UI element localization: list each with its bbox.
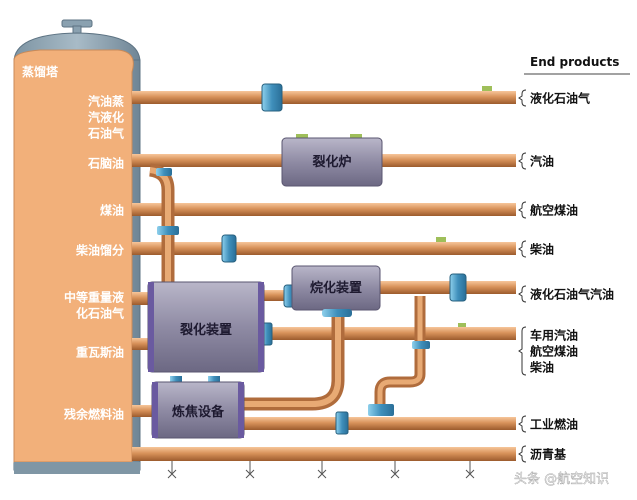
distillation-tower: 蒸馏塔 [13,19,141,471]
fraction-label: 重瓦斯油 [76,344,124,359]
product-label: 沥青基 [530,446,567,461]
product-label: 液化石油气 [530,90,590,105]
pipe-row-6 [262,327,516,340]
pipe-row-4 [132,242,516,255]
connector-pipes [148,163,430,416]
fraction-label: 残余燃料油 [64,406,124,421]
fraction-label: 中等重量液化石油气 [64,289,124,320]
product-label: 航空煤油 [530,202,578,217]
end-products-title: End products [530,55,619,69]
tower-label: 蒸馏塔 [22,64,59,79]
product-label: 工业燃油 [530,416,578,431]
unit-alkylation: 烷化装置 [291,265,381,317]
valve-1 [261,83,283,112]
pipe-row-8 [132,447,516,461]
product-bracket [518,415,527,433]
product-bracket [518,240,527,258]
valve-2 [221,234,237,263]
product-bracket [518,89,527,107]
product-label: 车用汽油航空煤油柴油 [529,327,578,374]
cracking-unit-label: 裂化装置 [179,322,232,338]
pipe-row-3 [132,203,516,216]
fraction-label: 柴油馏分 [75,242,124,257]
product-bracket [518,152,527,170]
unit-coking: 炼焦设备 [151,376,245,439]
coking-unit-label: 炼焦设备 [172,404,225,420]
product-label: 柴油 [529,241,554,256]
watermark: 头条 @航空知识 [514,471,609,487]
product-label: 汽油 [530,153,554,168]
valve-3 [449,273,467,302]
base-supports [14,461,475,479]
fraction-label: 石脑油 [87,155,124,170]
alkylation-unit-label: 烷化装置 [310,280,362,296]
fraction-label: 汽油蒸汽液化石油气 [87,93,124,140]
tower-interior [13,49,134,463]
unit-cracking: 裂化装置 [147,281,265,373]
pipe-row-5 [378,281,516,294]
product-bracket [518,201,527,219]
cracker-label: 裂化炉 [311,154,351,170]
end-products-header: End products [524,55,630,75]
pipe-row-7 [244,417,516,430]
product-bracket [518,285,527,303]
unit-cracker: 裂化炉 [281,134,383,187]
fraction-label: 煤油 [100,202,124,217]
pipe-row-1 [132,91,516,104]
product-bracket [518,326,527,376]
product-label: 液化石油气汽油 [530,286,614,301]
product-bracket [518,445,527,463]
